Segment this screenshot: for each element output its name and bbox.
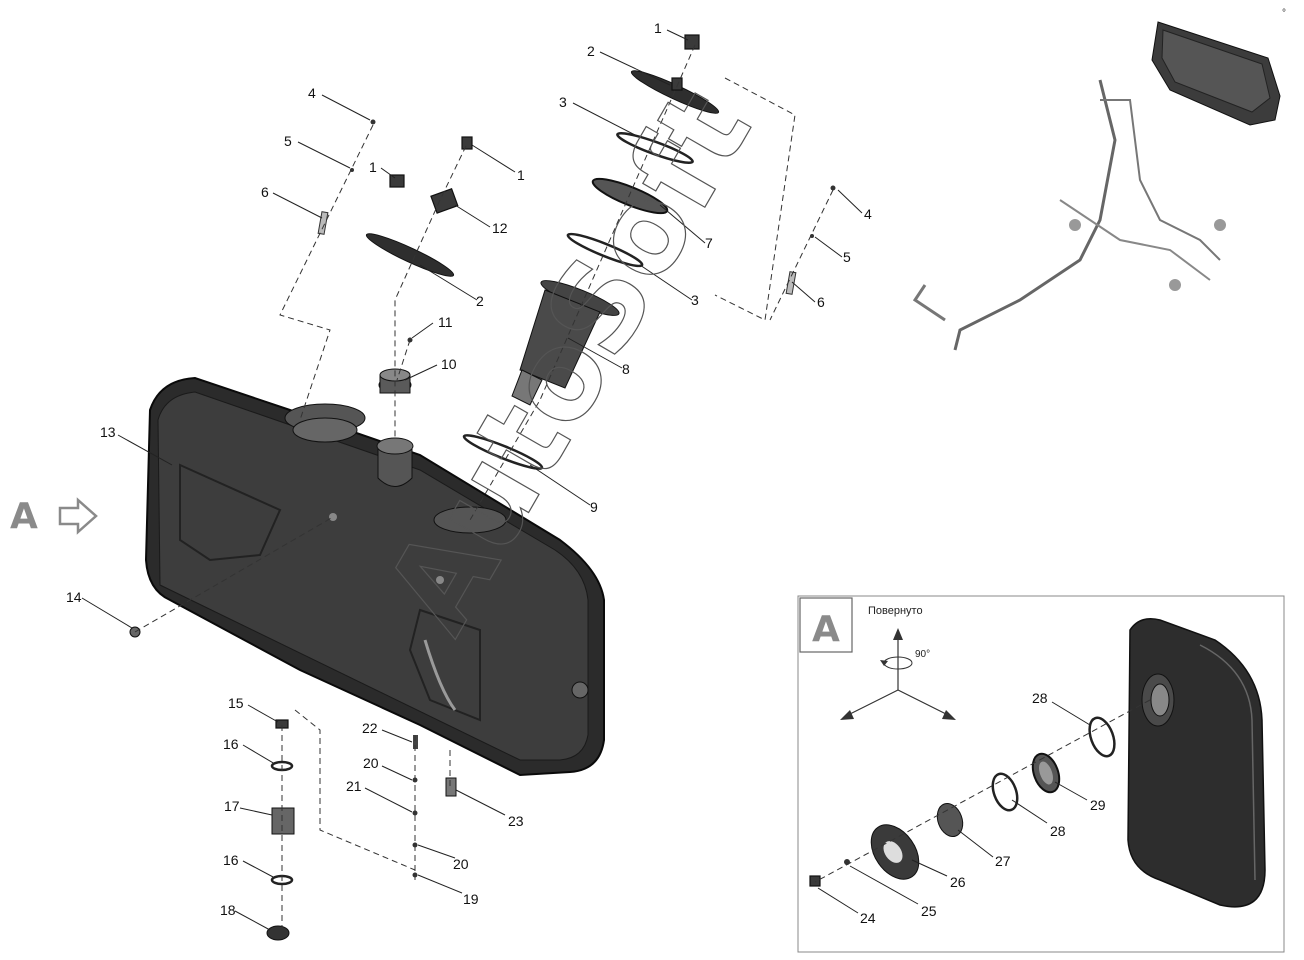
callout-18: 18 — [220, 902, 236, 918]
rotation-axes-icon — [840, 628, 956, 720]
callout-5-right: 5 — [843, 249, 851, 265]
callout-21: 21 — [346, 778, 362, 794]
rotated-label: Повернуто — [868, 605, 923, 617]
part-28-upper — [1088, 716, 1116, 758]
leader-lines — [81, 29, 863, 931]
part-17 — [271, 807, 295, 835]
callout-4-left: 4 — [308, 85, 316, 101]
callout-20-lower: 20 — [453, 856, 469, 872]
callout-13: 13 — [100, 424, 116, 440]
thumbnail-overview — [912, 21, 1281, 351]
fuel-tank — [144, 376, 605, 777]
callout-3-lower: 3 — [691, 292, 699, 308]
thumbnail-mark: ° — [1282, 8, 1286, 19]
part-1-top — [684, 34, 700, 50]
callout-3-top: 3 — [559, 94, 567, 110]
part-3-lower — [566, 232, 644, 268]
callout-29: 29 — [1090, 797, 1106, 813]
callout-16-lower: 16 — [223, 852, 239, 868]
view-a-letter: A — [10, 496, 38, 537]
callout-1-left: 1 — [369, 159, 377, 175]
part-1-left — [389, 174, 405, 188]
assembly-lines — [134, 44, 834, 930]
callout-14: 14 — [66, 589, 82, 605]
part-21 — [412, 810, 418, 816]
part-23 — [445, 777, 457, 797]
callout-labels: 1 2 3 4 5 6 1 1 12 2 11 10 7 3 8 9 4 5 6… — [66, 20, 872, 918]
callout-28-lower: 28 — [1050, 823, 1066, 839]
part-18 — [266, 925, 290, 941]
callout-19: 19 — [463, 891, 479, 907]
callout-17: 17 — [224, 798, 240, 814]
callout-24: 24 — [860, 910, 876, 926]
callout-10: 10 — [441, 356, 457, 372]
view-a-marker: A — [10, 496, 98, 537]
inset-view-letter: A — [812, 609, 840, 650]
part-28-lower — [991, 772, 1019, 812]
part-1-right — [461, 136, 473, 150]
part-2-lower — [365, 233, 455, 277]
part-4-right — [830, 185, 836, 191]
part-3-upper — [616, 131, 694, 165]
callout-2-top: 2 — [587, 43, 595, 59]
callout-20-upper: 20 — [363, 755, 379, 771]
callout-16-upper: 16 — [223, 736, 239, 752]
callout-4-right: 4 — [864, 206, 872, 222]
callout-1-top: 1 — [654, 20, 662, 36]
callout-23: 23 — [508, 813, 524, 829]
callout-28-upper: 28 — [1032, 690, 1048, 706]
callout-8: 8 — [622, 361, 630, 377]
callout-2-lower: 2 — [476, 293, 484, 309]
callout-7: 7 — [705, 235, 713, 251]
view-arrow-icon — [58, 497, 98, 535]
angle-label: 90° — [915, 649, 930, 660]
callout-9: 9 — [590, 499, 598, 515]
callout-6-right: 6 — [817, 294, 825, 310]
callout-22: 22 — [362, 720, 378, 736]
callout-6-left: 6 — [261, 184, 269, 200]
part-12 — [430, 187, 459, 214]
callout-12: 12 — [492, 220, 508, 236]
part-24 — [809, 875, 821, 887]
callout-25: 25 — [921, 903, 937, 919]
part-4-left — [370, 119, 376, 125]
inset-view-a: A Повернуто 90° — [797, 595, 1285, 953]
callout-27: 27 — [995, 853, 1011, 869]
callout-26: 26 — [950, 874, 966, 890]
part-9 — [462, 434, 544, 470]
callout-1-right: 1 — [517, 167, 525, 183]
callout-11: 11 — [438, 314, 453, 330]
part-22 — [413, 735, 418, 749]
callout-15: 15 — [228, 695, 244, 711]
callout-5-left: 5 — [284, 133, 292, 149]
part-6-left — [317, 211, 329, 235]
inset-label-box — [799, 597, 853, 653]
